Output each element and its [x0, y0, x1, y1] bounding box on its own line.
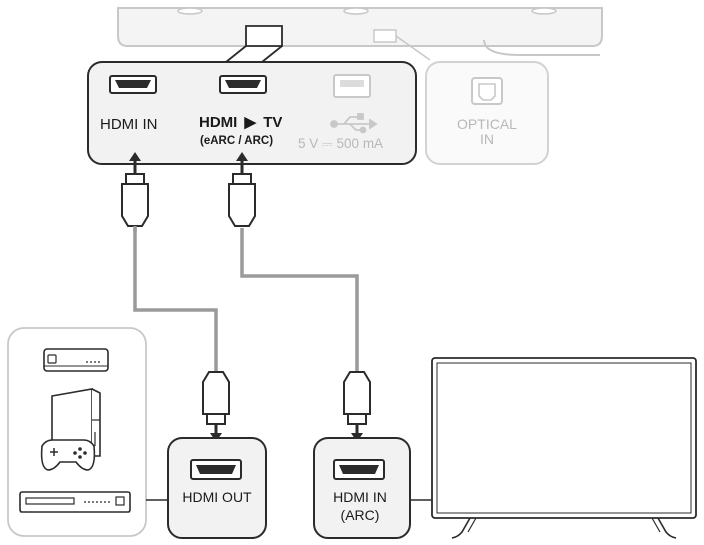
soundbar — [117, 7, 603, 61]
usb-icon — [330, 113, 378, 134]
hdmi-in-port-icon — [109, 75, 157, 94]
source-hdmi-out-port-panel: HDMI OUT — [167, 437, 267, 539]
optical-label-line2: IN — [480, 131, 494, 147]
hdmi-plug-soundbar-in — [121, 173, 149, 232]
optical-port-icon — [471, 77, 503, 105]
tv-hdmi-in-port-panel: HDMI IN (ARC) — [313, 437, 411, 539]
hdmi-tv-sublabel: (eARC / ARC) — [200, 135, 273, 147]
hdmi-out-label: HDMI OUT — [182, 489, 252, 505]
usb-port-icon — [333, 74, 371, 98]
hdmi-tv-label-prefix: HDMI — [199, 114, 237, 131]
hdmi-in-label: HDMI IN — [100, 116, 158, 133]
hdmi-plug-tv — [343, 371, 371, 425]
hdmi-plug-soundbar-tv — [228, 173, 256, 227]
insert-arrow-soundbar-tv — [236, 152, 248, 174]
gamepad-icon — [40, 439, 96, 471]
hdmi-tv-label-suffix: TV — [263, 114, 282, 131]
tv-hdmi-in-label-line2: (ARC) — [341, 507, 380, 523]
tv-hdmi-in-port-icon — [333, 459, 385, 480]
hdmi-plug-source — [202, 371, 230, 425]
source-devices-panel — [7, 327, 147, 537]
insert-arrow-soundbar-in — [129, 152, 141, 174]
cable-tv — [240, 228, 359, 372]
usb-label: 5 V ⎓ 500 mA — [298, 136, 383, 151]
optical-label-line1: OPTICAL — [457, 116, 517, 132]
hdmi-tv-arrow: ▶ — [244, 114, 258, 131]
hdmi-out-port-icon — [190, 459, 242, 480]
set-top-box-icon — [43, 348, 109, 372]
hdmi-tv-port-icon — [219, 75, 267, 94]
soundbar-port-panel: HDMI IN HDMI ▶ TV (eARC / ARC) 5 V ⎓ 500… — [87, 61, 417, 165]
blu-ray-player-icon — [19, 491, 131, 513]
tv-hdmi-in-label-line1: HDMI IN — [333, 489, 387, 505]
optical-port-panel: OPTICAL IN — [425, 61, 549, 165]
svg-text:HDMI ▶ TV: HDMI ▶ TV — [199, 114, 282, 131]
cable-source — [133, 228, 218, 372]
callout-lines — [225, 45, 283, 63]
television-icon — [431, 357, 697, 539]
